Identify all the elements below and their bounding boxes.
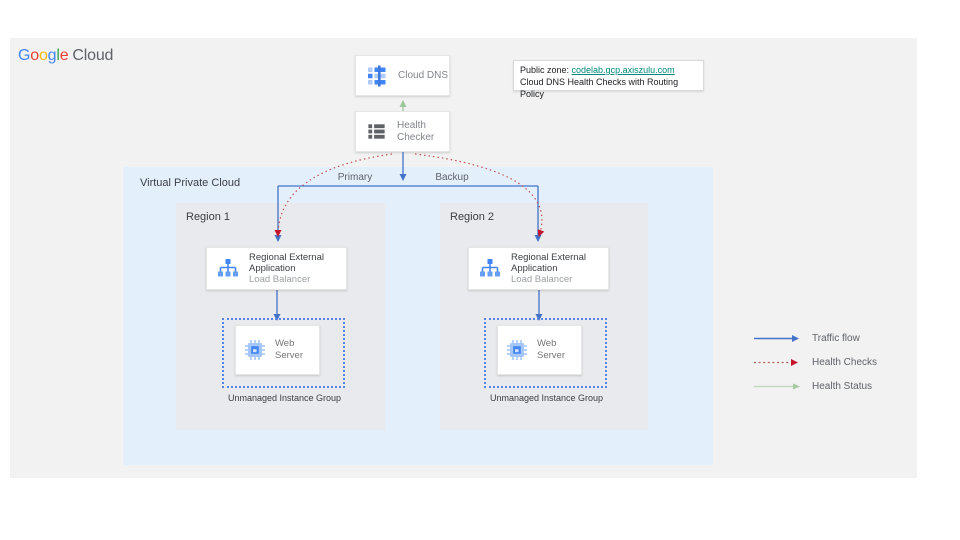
logo-letter: l xyxy=(56,47,60,64)
health-status-arrow-icon xyxy=(754,383,800,389)
load-balancer-node-region2: Regional External Application Load Balan… xyxy=(468,247,609,290)
load-balancer-node-region1: Regional External Application Load Balan… xyxy=(206,247,347,290)
instance-group-boundary-region2 xyxy=(484,318,607,388)
public-zone-line2: Cloud DNS Health Checks with Routing Pol… xyxy=(520,77,679,99)
edge-label-primary: Primary xyxy=(337,172,373,183)
compute-engine-icon xyxy=(245,340,265,360)
logo-letter: e xyxy=(59,47,69,64)
instance-group-boundary-region1 xyxy=(222,318,345,388)
legend-label-health-checks: Health Checks xyxy=(812,356,878,368)
legend-label-traffic-flow: Traffic flow xyxy=(812,332,860,344)
instance-group-label: Unmanaged Instance Group xyxy=(489,393,604,403)
health-checker-label: Health Checker xyxy=(397,119,435,143)
cloud-dns-node: Cloud DNS xyxy=(355,55,450,96)
legend-health-checks: Health Checks xyxy=(753,356,877,368)
web-server-label: Web Server xyxy=(275,338,303,361)
public-zone-link[interactable]: codelab.gcp.axiszulu.com xyxy=(571,65,675,75)
traffic-flow-arrow-icon xyxy=(754,334,799,342)
logo-letter: o xyxy=(30,47,39,64)
cloud-dns-label: Cloud DNS xyxy=(398,69,449,81)
load-balancer-subtitle: Load Balancer xyxy=(249,274,311,285)
load-balancer-title: Regional External Application xyxy=(249,252,324,274)
region-2-container: Region 2 xyxy=(440,203,648,430)
legend-traffic-flow: Traffic flow xyxy=(753,332,877,344)
region-1-label: Region 1 xyxy=(186,211,231,223)
compute-engine-icon xyxy=(507,340,527,360)
web-server-label: Web Server xyxy=(537,338,565,361)
legend: Traffic flow Health Checks Health Status xyxy=(753,332,877,392)
legend-label-health-status: Health Status xyxy=(812,380,873,392)
health-checker-icon xyxy=(368,124,385,139)
vpc-label: Virtual Private Cloud xyxy=(140,177,241,189)
public-zone-label: Public zone: xyxy=(520,65,572,75)
logo-letter: G xyxy=(18,47,31,64)
edge-label-backup: Backup xyxy=(435,172,469,183)
load-balancer-icon xyxy=(480,258,500,276)
load-balancer-title: Regional External Application xyxy=(511,252,586,274)
web-server-node-region2: Web Server xyxy=(497,325,582,375)
instance-group-label: Unmanaged Instance Group xyxy=(227,393,342,403)
logo-letter: g xyxy=(47,47,57,64)
logo-product-label: Cloud xyxy=(72,47,114,64)
load-balancer-subtitle: Load Balancer xyxy=(511,274,573,285)
logo-letter: o xyxy=(38,47,48,64)
load-balancer-icon xyxy=(218,258,238,276)
legend-health-status: Health Status xyxy=(753,380,877,392)
public-zone-line1: Public zone: codelab.gcp.axiszulu.com xyxy=(520,64,697,76)
cloud-dns-icon xyxy=(368,65,386,86)
region-2-label: Region 2 xyxy=(450,211,495,223)
health-checker-node: Health Checker xyxy=(355,111,450,152)
web-server-node-region1: Web Server xyxy=(235,325,320,375)
public-zone-annotation: Public zone: codelab.gcp.axiszulu.com Cl… xyxy=(513,60,704,99)
health-checks-arrow-icon xyxy=(754,358,798,366)
